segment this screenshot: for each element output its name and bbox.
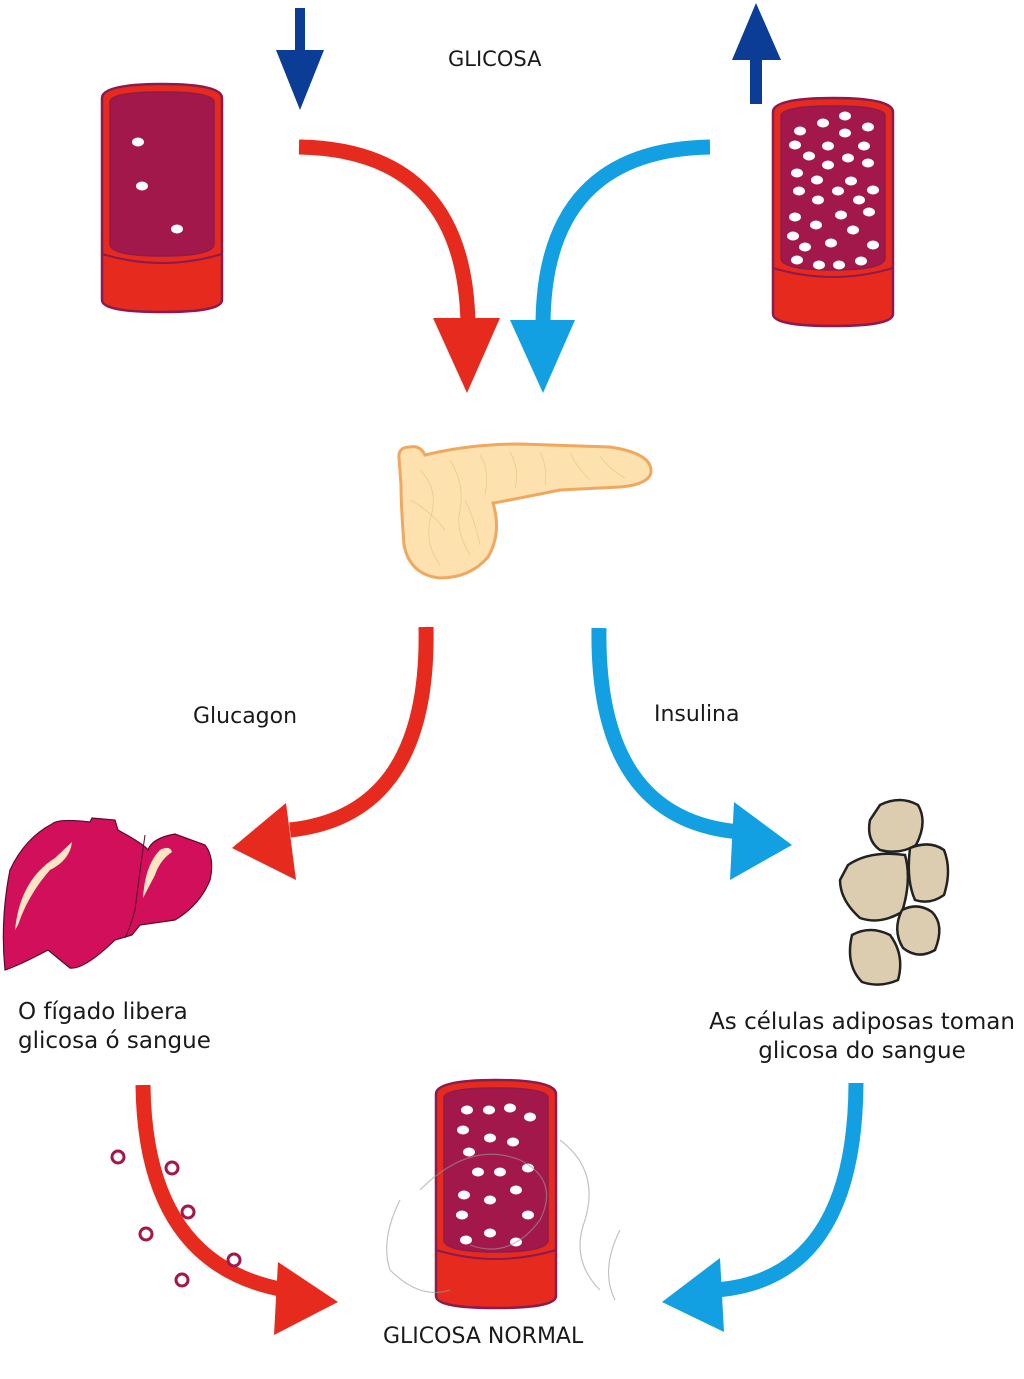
insulin-label: Insulina: [654, 702, 740, 727]
title-label: GLICOSA: [448, 47, 542, 71]
glucose-dots: [456, 1103, 536, 1247]
pancreas-icon: [397, 442, 653, 580]
insulin-trigger-arrow: [510, 139, 711, 393]
arrow-down-icon: [276, 8, 324, 110]
fat-cells-caption: As células adiposas toman glicosa do san…: [709, 1009, 1015, 1064]
released-glucose-molecules: [110, 1149, 242, 1288]
low-glucose-vessel: [100, 82, 224, 314]
liver-release-arrow: [135, 1084, 338, 1335]
liver-icon: [2, 817, 213, 971]
watermark: [386, 1139, 621, 1301]
glucagon-trigger-arrow: [298, 139, 500, 393]
fat-cells-icon: [838, 798, 950, 986]
high-glucose-vessel: [771, 96, 895, 328]
normal-glucose-caption: GLICOSA NORMAL: [383, 1324, 584, 1349]
glucose-dots: [787, 111, 879, 270]
fat-uptake-arrow: [662, 1082, 864, 1332]
arrow-up-icon: [732, 3, 781, 104]
glucagon-label: Glucagon: [193, 704, 298, 729]
glucagon-arrow: [232, 626, 434, 880]
insulin-arrow: [591, 627, 792, 880]
glucose-dots: [132, 137, 183, 234]
liver-caption: O fígado libera glicosa ó sangue: [18, 999, 211, 1054]
normal-glucose-vessel: [434, 1078, 558, 1310]
